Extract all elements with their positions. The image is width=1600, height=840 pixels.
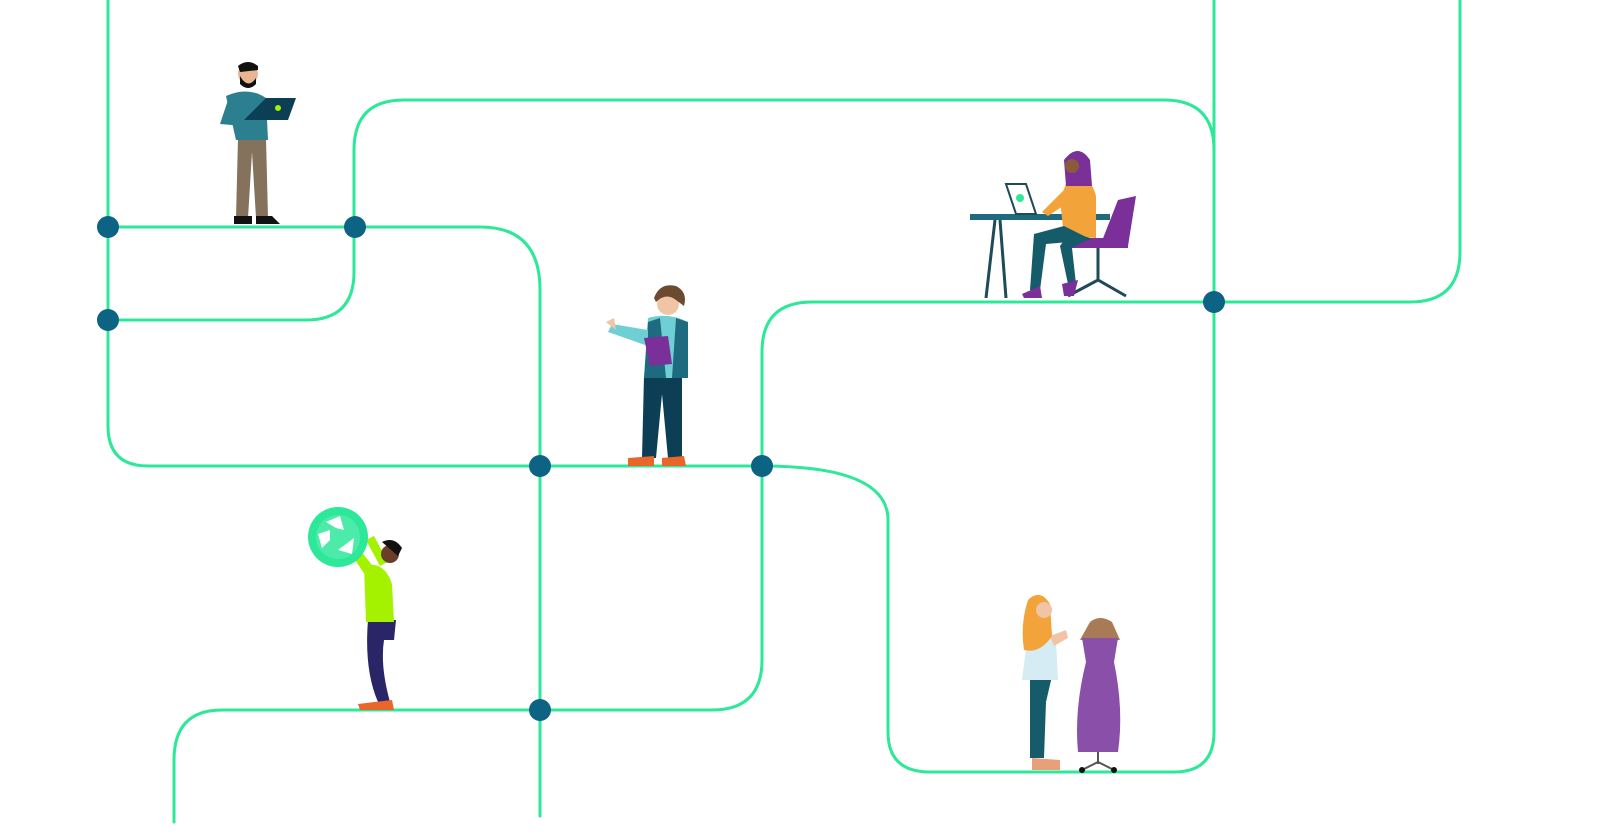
line-top-row: [106, 225, 542, 818]
recycle-icon: [308, 507, 368, 567]
line-left-loop: [106, 0, 1216, 774]
network-lines: [106, 0, 1462, 824]
line-small-loop: [106, 98, 1216, 322]
node: [751, 455, 773, 477]
line-middle-s: [172, 300, 1216, 824]
woman-at-desk-figure: [970, 151, 1136, 299]
man-with-laptop-figure: [220, 62, 296, 224]
node: [529, 455, 551, 477]
network-nodes: [97, 216, 1225, 721]
node: [529, 699, 551, 721]
node: [97, 309, 119, 331]
person-with-recycle-sign-figure: [308, 507, 402, 710]
node: [1203, 291, 1225, 313]
person-with-clipboard-figure: [606, 285, 688, 466]
dress-mannequin-icon: [1077, 618, 1121, 773]
line-right-middle: [1212, 0, 1462, 304]
tailor-with-mannequin-figure: [1022, 594, 1121, 773]
node: [97, 216, 119, 238]
laptop-icon: [244, 98, 296, 120]
node: [344, 216, 366, 238]
clipboard-icon: [644, 336, 672, 366]
